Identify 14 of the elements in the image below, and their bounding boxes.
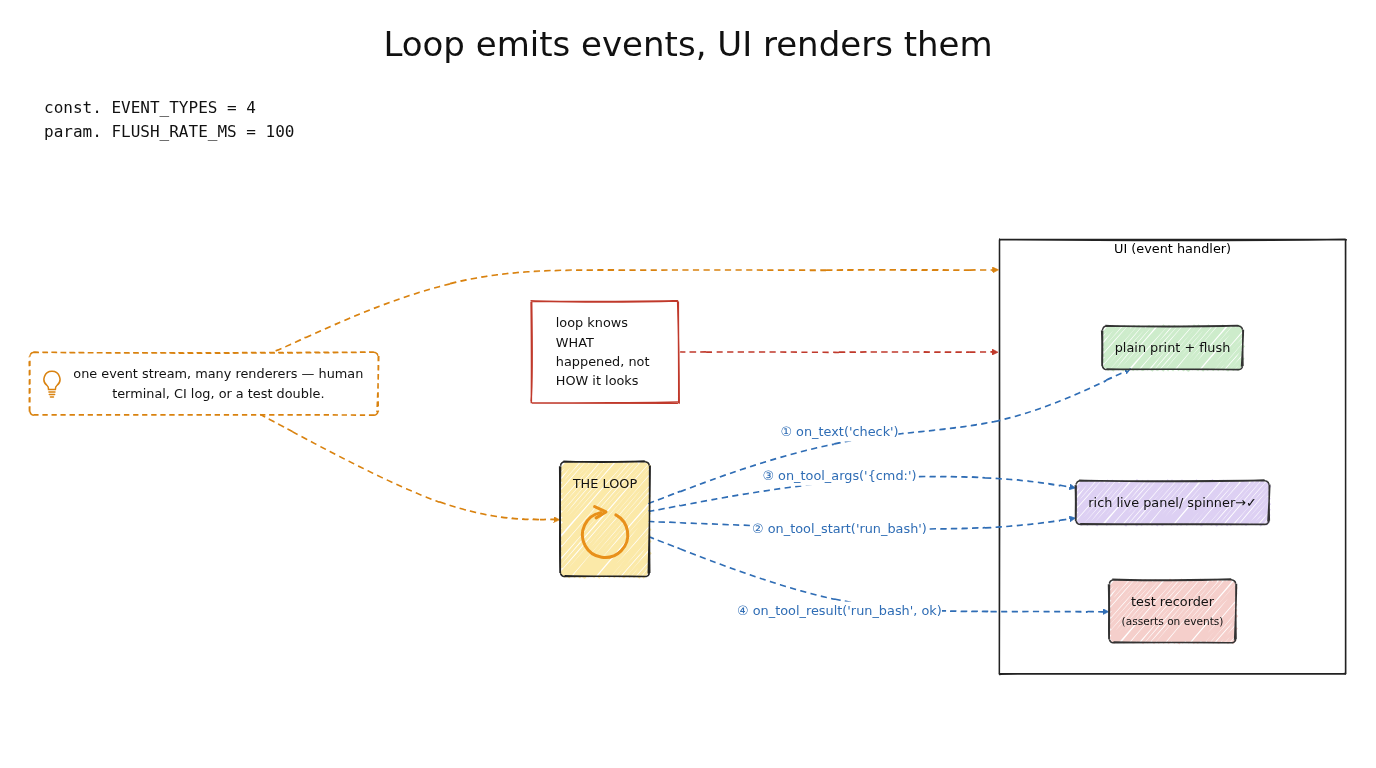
box-title: THE LOOP bbox=[572, 475, 638, 491]
annotation-text: param. FLUSH_RATE_MS = 100 bbox=[44, 121, 295, 143]
panel-title: UI (event handler) bbox=[1113, 241, 1232, 257]
diagram-title: Loop emits events, UI renders them bbox=[383, 24, 993, 64]
dashed-arrow bbox=[274, 266, 999, 352]
dashed-arrow bbox=[647, 368, 1131, 505]
note-text: rich live panel/ spinner→✓ bbox=[1088, 494, 1257, 510]
note-title: test recorder bbox=[1131, 593, 1215, 609]
annotation-text: const. EVENT_TYPES = 4 bbox=[44, 97, 256, 119]
dashed-arrow bbox=[678, 348, 999, 356]
note-text: plain print + flush bbox=[1114, 339, 1231, 355]
note-text: loop knows WHAT happened, not HOW it looks bbox=[555, 314, 651, 390]
tip-text: one event stream, many renderers — human terminal, CI log, or a test double. bbox=[72, 365, 365, 403]
note-text: (asserts on events) bbox=[1121, 615, 1224, 628]
